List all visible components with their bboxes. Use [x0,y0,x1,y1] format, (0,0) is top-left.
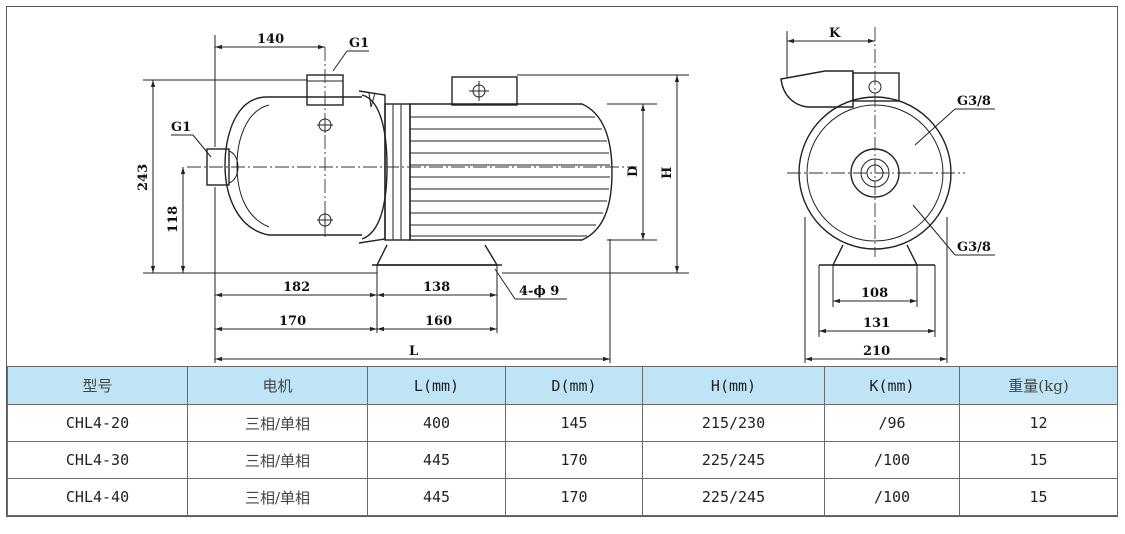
dim-243-label: 243 [136,164,151,191]
header-k: K(mm) [824,366,960,405]
end-view: K G3/8 G3/8 108 131 210 [780,26,995,363]
dim-160-label: 160 [425,314,452,329]
cell-l: 400 [367,404,506,442]
g38-bot-label: G3/8 [957,240,991,255]
dim-d-label: D [626,166,641,177]
cell-k: /100 [824,441,960,479]
cell-d: 170 [505,441,643,479]
pump-dimension-drawing: 140 G1 G1 243 118 [7,7,1117,367]
g38-top-label: G3/8 [957,94,991,109]
header-weight: 重量(kg) [959,366,1118,405]
cell-d: 170 [505,478,643,516]
table-row: CHL4-30 三相/单相 445 170 225/245 /100 15 [7,441,1118,479]
table-row: CHL4-20 三相/单相 400 145 215/230 /96 12 [7,404,1118,442]
header-l: L(mm) [367,366,506,405]
holes-label: 4-ϕ 9 [519,284,559,299]
cell-motor: 三相/单相 [187,478,368,516]
header-model: 型号 [7,366,188,405]
dim-108-label: 108 [861,286,888,301]
spec-table: 型号 电机 L(mm) D(mm) H(mm) K(mm) 重量(kg) CHL… [7,366,1118,516]
cell-weight: 15 [959,478,1118,516]
cell-d: 145 [505,404,643,442]
dim-138-label: 138 [423,280,450,295]
side-g1-label: G1 [171,120,191,135]
dim-131-label: 131 [863,316,890,331]
header-d: D(mm) [505,366,643,405]
dim-h-label: H [660,167,675,179]
cell-h: 225/245 [642,441,825,479]
top-g1-label: G1 [349,36,369,51]
cell-l: 445 [367,441,506,479]
dim-140-label: 140 [257,32,284,47]
table-row: CHL4-40 三相/单相 445 170 225/245 /100 15 [7,478,1118,516]
product-spec-sheet: 140 G1 G1 243 118 [6,6,1118,517]
cell-weight: 12 [959,404,1118,442]
cell-motor: 三相/单相 [187,404,368,442]
cell-model: CHL4-20 [7,404,188,442]
dim-182-label: 182 [283,280,310,295]
cell-model: CHL4-30 [7,441,188,479]
side-view: 140 G1 G1 243 118 [136,32,689,363]
cell-l: 445 [367,478,506,516]
header-motor: 电机 [187,366,368,405]
cell-motor: 三相/单相 [187,441,368,479]
dim-118-label: 118 [166,206,181,233]
dim-l-label: L [409,344,418,359]
cell-weight: 15 [959,441,1118,479]
cell-k: /100 [824,478,960,516]
cell-model: CHL4-40 [7,478,188,516]
cell-k: /96 [824,404,960,442]
dim-210-label: 210 [863,344,890,359]
dim-k-label: K [829,26,841,41]
table-header-row: 型号 电机 L(mm) D(mm) H(mm) K(mm) 重量(kg) [7,366,1118,405]
cell-h: 215/230 [642,404,825,442]
cell-h: 225/245 [642,478,825,516]
dim-170-label: 170 [279,314,306,329]
header-h: H(mm) [642,366,825,405]
